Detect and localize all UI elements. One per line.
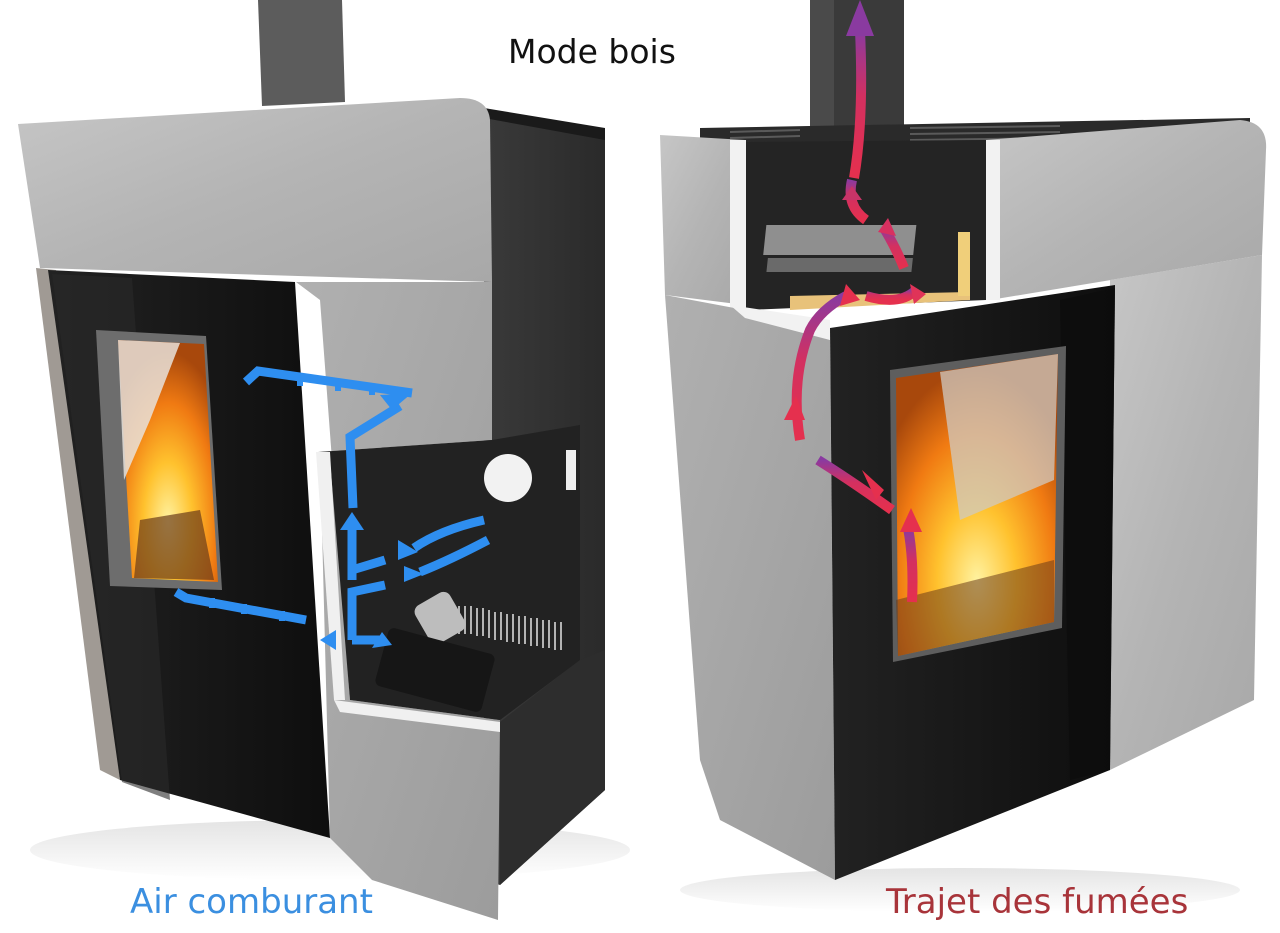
smoke-arrowheads bbox=[784, 0, 926, 532]
top-stone-block bbox=[985, 120, 1267, 300]
air-arrowheads bbox=[320, 393, 424, 650]
top-stone-block bbox=[18, 98, 492, 282]
combustion-air-arrows bbox=[173, 366, 491, 645]
air-inlet-port bbox=[484, 454, 532, 502]
left-stove bbox=[18, 0, 630, 920]
smoke-path-caption: Trajet des fumées bbox=[886, 882, 1189, 922]
right-stove bbox=[660, 0, 1267, 912]
mode-title: Mode bois bbox=[508, 32, 676, 71]
flue-pipe bbox=[258, 0, 345, 106]
combustion-air-caption: Air comburant bbox=[130, 882, 373, 922]
side-stone-panel bbox=[665, 295, 835, 880]
feed-motor bbox=[414, 591, 466, 645]
